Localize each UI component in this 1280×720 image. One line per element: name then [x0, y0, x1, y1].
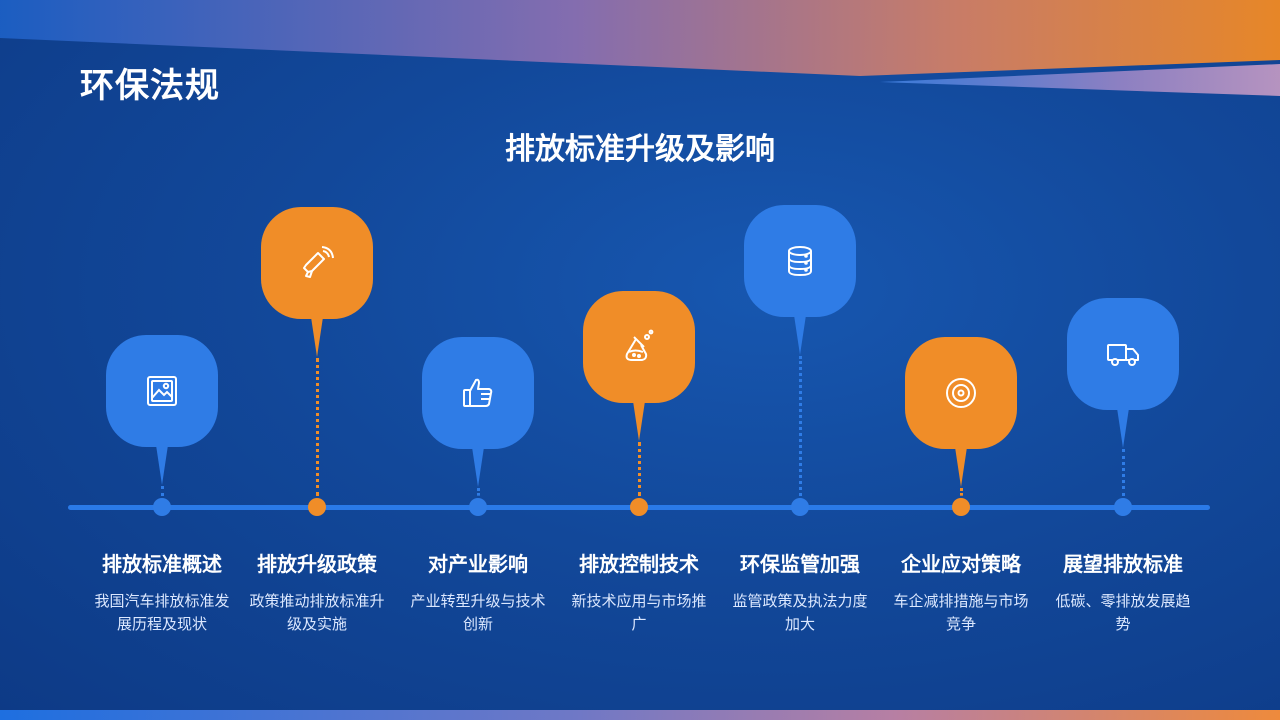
milestone-description: 政策推动排放标准升级及实施: [249, 592, 385, 633]
page-title: 环保法规: [80, 66, 220, 106]
connector-dots: [476, 488, 480, 496]
milestone-pin[interactable]: [261, 207, 373, 357]
image-icon: [147, 376, 177, 406]
milestone-label: 排放升级政策: [257, 552, 377, 576]
milestone-5: 环保监管加强 监管政策及执法力度加大: [732, 0, 868, 720]
timeline-node[interactable]: [791, 498, 809, 516]
connector-dots: [798, 356, 802, 496]
timeline-node[interactable]: [1114, 498, 1132, 516]
milestone-label: 展望排放标准: [1063, 552, 1183, 576]
timeline-node[interactable]: [952, 498, 970, 516]
timeline-node[interactable]: [469, 498, 487, 516]
connector-dots: [160, 486, 164, 496]
truck-icon: [1107, 344, 1139, 366]
milestone-1: 排放标准概述 我国汽车排放标准发展历程及现状: [94, 0, 230, 720]
milestone-label: 环保监管加强: [740, 552, 860, 576]
milestone-7: 展望排放标准 低碳、零排放发展趋势: [1055, 0, 1191, 720]
timeline-node[interactable]: [153, 498, 171, 516]
milestone-label: 排放标准概述: [102, 552, 222, 576]
milestone-pin[interactable]: [1067, 298, 1179, 448]
milestone-pin[interactable]: [583, 291, 695, 441]
flask-icon: [625, 329, 654, 361]
milestone-pin[interactable]: [744, 205, 856, 355]
connector-dots: [959, 488, 963, 496]
milestone-description: 车企减排措施与市场竞争: [893, 592, 1029, 633]
disc-icon: [946, 378, 976, 408]
milestone-pin[interactable]: [422, 337, 534, 487]
milestone-pin[interactable]: [905, 337, 1017, 487]
timeline-node[interactable]: [630, 498, 648, 516]
milestone-label: 排放控制技术: [579, 552, 699, 576]
milestone-description: 我国汽车排放标准发展历程及现状: [94, 592, 230, 633]
thumbs-up-icon: [463, 378, 493, 407]
database-icon: [788, 246, 812, 277]
milestone-label: 企业应对策略: [901, 552, 1021, 576]
megaphone-icon: [303, 246, 334, 278]
milestone-4: 排放控制技术 新技术应用与市场推广: [571, 0, 707, 720]
milestone-3: 对产业影响 产业转型升级与技术创新: [410, 0, 546, 720]
section-subtitle: 排放标准升级及影响: [505, 132, 775, 167]
milestone-label: 对产业影响: [428, 552, 528, 576]
milestone-description: 新技术应用与市场推广: [571, 592, 707, 633]
milestone-2: 排放升级政策 政策推动排放标准升级及实施: [249, 0, 385, 720]
milestone-description: 低碳、零排放发展趋势: [1055, 592, 1191, 633]
bottom-gradient-band: [0, 710, 1280, 720]
milestone-description: 产业转型升级与技术创新: [410, 592, 546, 633]
top-gradient-band: [0, 0, 1280, 96]
milestone-pin[interactable]: [106, 335, 218, 485]
milestone-6: 企业应对策略 车企减排措施与市场竞争: [893, 0, 1029, 720]
connector-dots: [315, 358, 319, 496]
milestone-description: 监管政策及执法力度加大: [732, 592, 868, 633]
connector-dots: [637, 442, 641, 496]
timeline-node[interactable]: [308, 498, 326, 516]
connector-dots: [1121, 449, 1125, 496]
